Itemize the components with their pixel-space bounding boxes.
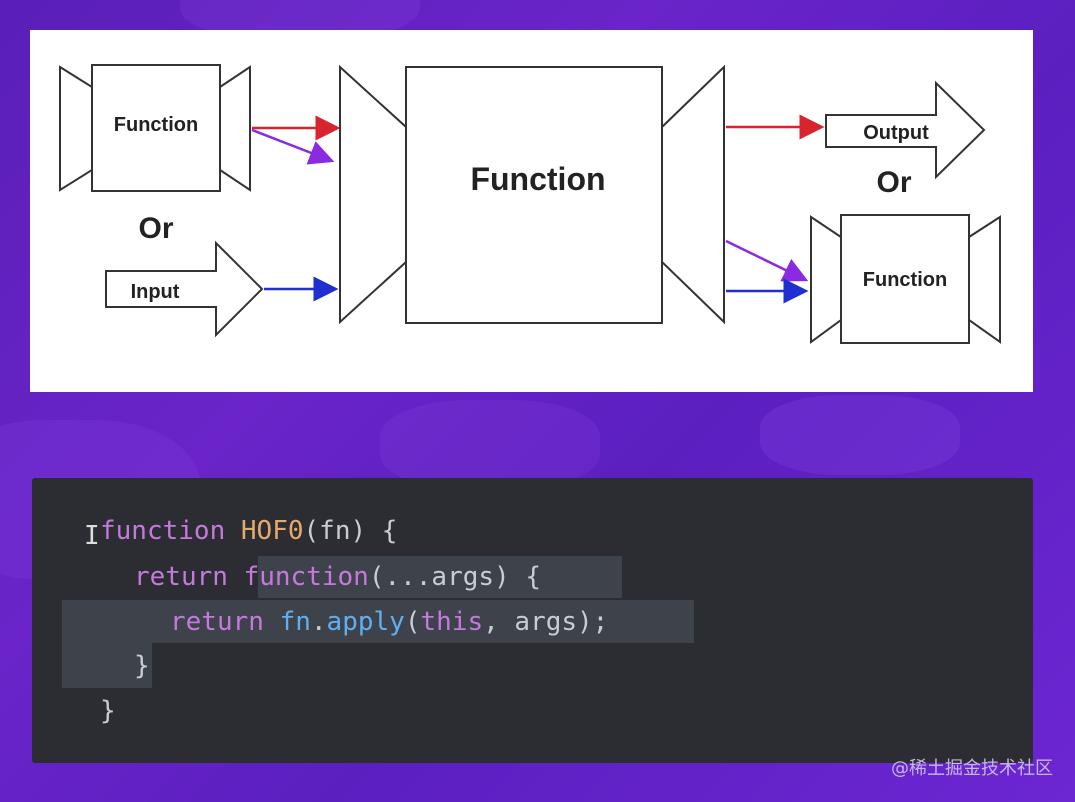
identifier: fn bbox=[279, 607, 311, 637]
keyword: return bbox=[134, 562, 228, 592]
right-function-label: Function bbox=[863, 269, 947, 291]
center-function-box bbox=[339, 64, 725, 325]
code-line-3: return fn.apply(this, args); bbox=[170, 602, 608, 642]
purple-arrow-left bbox=[251, 128, 335, 165]
function-name: HOF0 bbox=[240, 516, 304, 546]
input-label: Input bbox=[131, 281, 180, 303]
method-name: apply bbox=[326, 607, 405, 637]
code-text: , args); bbox=[483, 607, 609, 637]
right-function-box bbox=[810, 214, 1001, 344]
text-cursor-icon: I bbox=[84, 521, 100, 551]
code-line-5: } bbox=[100, 691, 116, 731]
higher-order-function-diagram: Function Or Input Function Output Or Fun… bbox=[30, 30, 1033, 392]
purple-arrow-right bbox=[725, 239, 809, 282]
output-label: Output bbox=[863, 122, 929, 144]
watermark: @稀土掘金技术社区 bbox=[891, 758, 1053, 779]
center-function-label: Function bbox=[470, 161, 605, 197]
output-arrow bbox=[825, 80, 986, 180]
background-shape bbox=[380, 400, 600, 490]
input-arrow bbox=[105, 240, 264, 338]
keyword: return bbox=[170, 607, 264, 637]
code-text: (...args) { bbox=[368, 562, 541, 592]
code-line-4: } bbox=[134, 646, 150, 686]
code-text: } bbox=[100, 696, 116, 726]
code-line-1: function HOF0(fn) { bbox=[100, 511, 397, 551]
code-text: (fn) { bbox=[303, 516, 398, 546]
selection-highlight bbox=[258, 556, 622, 598]
code-text: . bbox=[310, 607, 327, 637]
selection-highlight bbox=[62, 643, 152, 688]
left-function-box bbox=[59, 64, 251, 192]
keyword: function bbox=[243, 562, 369, 592]
selection-highlight bbox=[62, 600, 694, 643]
code-line-2: return function(...args) { bbox=[134, 557, 541, 597]
diagram-svg: Function Or Input Function Output Or Fun… bbox=[59, 64, 1001, 344]
keyword: this bbox=[420, 607, 484, 637]
right-or-label: Or bbox=[876, 166, 911, 199]
code-text: } bbox=[134, 651, 150, 681]
keyword: function bbox=[100, 516, 226, 546]
code-text: ( bbox=[404, 607, 421, 637]
left-function-label: Function bbox=[114, 114, 198, 136]
left-or-label: Or bbox=[138, 212, 173, 245]
background-shape bbox=[760, 395, 960, 475]
